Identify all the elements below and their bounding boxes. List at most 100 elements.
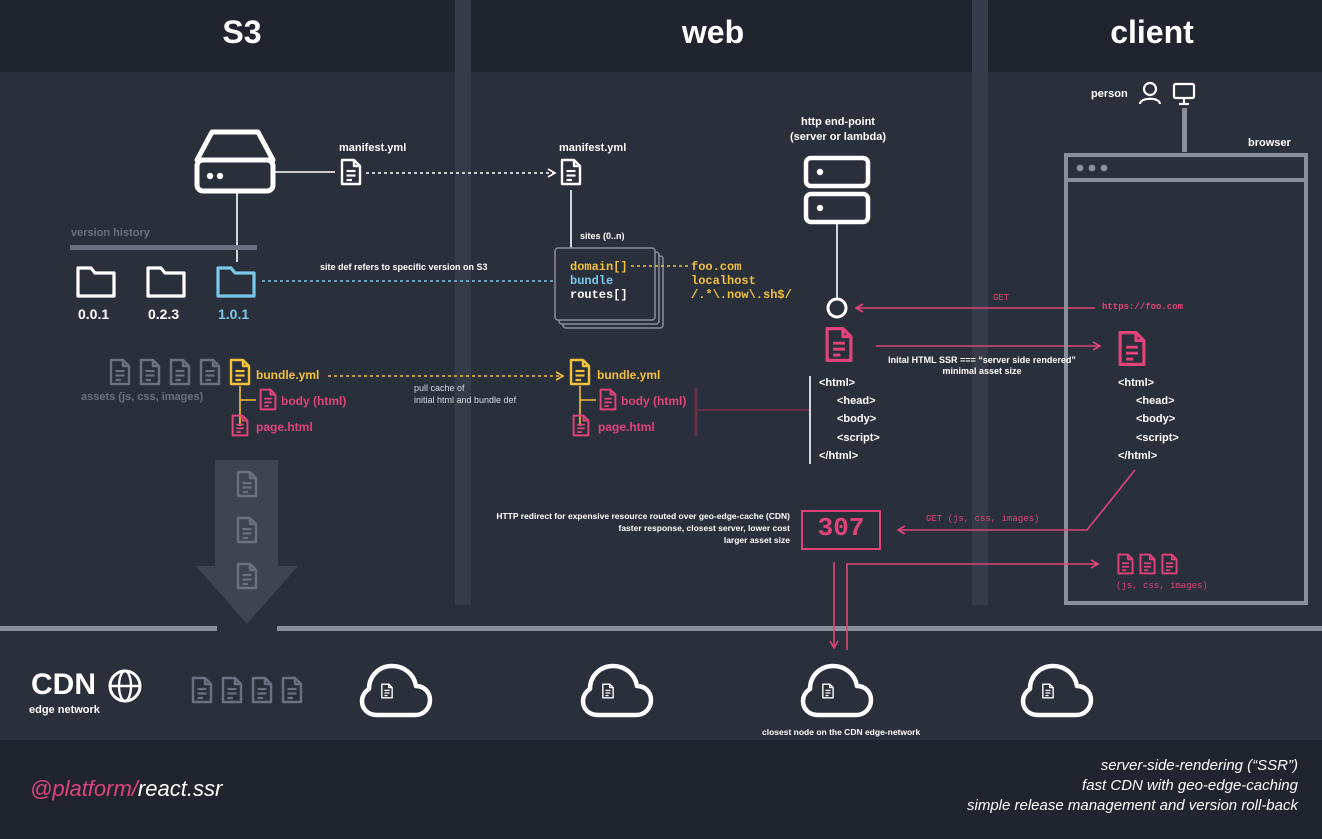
sites-label: sites (0..n): [580, 231, 625, 241]
redirect-note: faster response, closest server, lower c…: [618, 523, 790, 533]
document-icon: [599, 388, 617, 411]
globe-icon: [108, 669, 142, 703]
s3-assets-label: assets (js, css, images): [81, 391, 204, 403]
document-icon: [139, 358, 161, 386]
redirect-note: HTTP redirect for expensive resource rou…: [496, 511, 790, 521]
monitor-icon: [1172, 82, 1196, 106]
column-divider: [972, 0, 988, 605]
sites-stack: [554, 247, 664, 329]
header-band: [0, 0, 1322, 72]
cdn-title: CDN: [31, 668, 96, 701]
s3-bundle-label: bundle.yml: [256, 368, 320, 382]
folder-icon: [76, 266, 116, 298]
version-label: 0.2.3: [148, 306, 180, 322]
web-body-label: body (html): [621, 394, 687, 408]
browser-label: browser: [1248, 137, 1291, 149]
redirect-note: larger asset size: [723, 535, 790, 545]
column-divider: [455, 0, 471, 605]
tagline: simple release management and version ro…: [967, 797, 1298, 814]
document-icon: [221, 676, 243, 704]
html-line: <body>: [1136, 413, 1176, 425]
brand-name: react.ssr: [137, 776, 223, 801]
document-icon: [109, 358, 131, 386]
document-icon: [191, 676, 213, 704]
document-icon: [251, 676, 273, 704]
html-line: </html>: [1118, 450, 1158, 462]
version-label: 0.0.1: [78, 306, 110, 322]
person-label: person: [1091, 88, 1128, 100]
cdn-subtitle: edge network: [29, 704, 100, 716]
document-icon: [1139, 553, 1156, 575]
domain-entry: foo.com: [691, 260, 742, 274]
document-icon: [1161, 553, 1178, 575]
footer-band: [0, 740, 1322, 839]
document-icon: [381, 683, 393, 699]
document-icon: [602, 683, 614, 699]
brand-prefix: @platform/: [30, 776, 138, 801]
cloud-icon: [583, 666, 651, 715]
site-field: routes[]: [570, 288, 628, 302]
client-assets-label: (js, css, images): [1116, 581, 1208, 591]
document-icon: [825, 327, 853, 362]
domain-entry: localhost: [691, 274, 756, 288]
document-icon: [169, 358, 191, 386]
document-icon: [822, 683, 834, 699]
tagline: fast CDN with geo-edge-caching: [1082, 777, 1298, 794]
html-line: <script>: [1136, 432, 1179, 444]
ssr-note: minimal asset size: [942, 366, 1022, 376]
web-bundle-label: bundle.yml: [597, 368, 661, 382]
column-title-client: client: [1110, 14, 1194, 50]
site-field: bundle: [570, 274, 614, 288]
closest-node-note: closest node on the CDN edge-network: [762, 727, 921, 737]
cloud-icon: [362, 666, 430, 715]
document-icon: [340, 158, 362, 186]
document-icon: [229, 358, 251, 386]
html-line: </html>: [819, 450, 859, 462]
cloud-icon: [1023, 666, 1091, 715]
s3-manifest-label: manifest.yml: [339, 142, 407, 154]
document-icon: [199, 358, 221, 386]
document-icon: [259, 388, 277, 411]
site-def-note: site def refers to specific version on S…: [320, 262, 488, 272]
web-page-label: page.html: [598, 420, 655, 434]
cdn-band: [0, 632, 1322, 740]
document-icon: [572, 414, 590, 437]
s3-server-icon: [194, 129, 276, 194]
document-icon: [560, 158, 582, 186]
column-title-s3: S3: [222, 14, 262, 50]
html-line: <head>: [1136, 395, 1175, 407]
pull-cache-note: pull cache of: [414, 383, 465, 393]
html-line: <body>: [837, 413, 877, 425]
folder-icon: [216, 266, 256, 298]
ssr-note: Inital HTML SSR === “server side rendere…: [888, 355, 1076, 365]
folder-icon: [146, 266, 186, 298]
get-assets-label: GET (js, css, images): [926, 514, 1040, 524]
get-label: GET: [993, 293, 1010, 303]
endpoint-label: (server or lambda): [790, 131, 886, 143]
html-line: <html>: [1118, 377, 1155, 389]
document-icon: [569, 358, 591, 386]
brand-logo: @platform/react.ssr: [30, 776, 222, 802]
html-line: <html>: [819, 377, 856, 389]
s3-body-label: body (html): [281, 394, 347, 408]
s3-page-label: page.html: [256, 420, 313, 434]
web-manifest-label: manifest.yml: [559, 142, 627, 154]
endpoint-label: http end-point: [801, 116, 875, 128]
cloud-icon: [803, 666, 871, 715]
document-icon: [1118, 331, 1146, 366]
browser-window: [1064, 153, 1308, 605]
pull-cache-note: initial html and bundle def: [414, 395, 517, 405]
version-label-active: 1.0.1: [218, 306, 250, 322]
domain-entry: /.*\.now\.sh$/: [691, 288, 792, 302]
endpoint-server-icon: [803, 155, 871, 225]
url-label: https://foo.com: [1102, 302, 1184, 312]
document-icon: [1042, 683, 1054, 699]
document-icon: [281, 676, 303, 704]
document-icon: [1117, 553, 1134, 575]
html-line: <head>: [837, 395, 876, 407]
person-icon: [1138, 81, 1162, 105]
version-history-label: version history: [71, 227, 150, 239]
column-title-web: web: [681, 14, 745, 50]
